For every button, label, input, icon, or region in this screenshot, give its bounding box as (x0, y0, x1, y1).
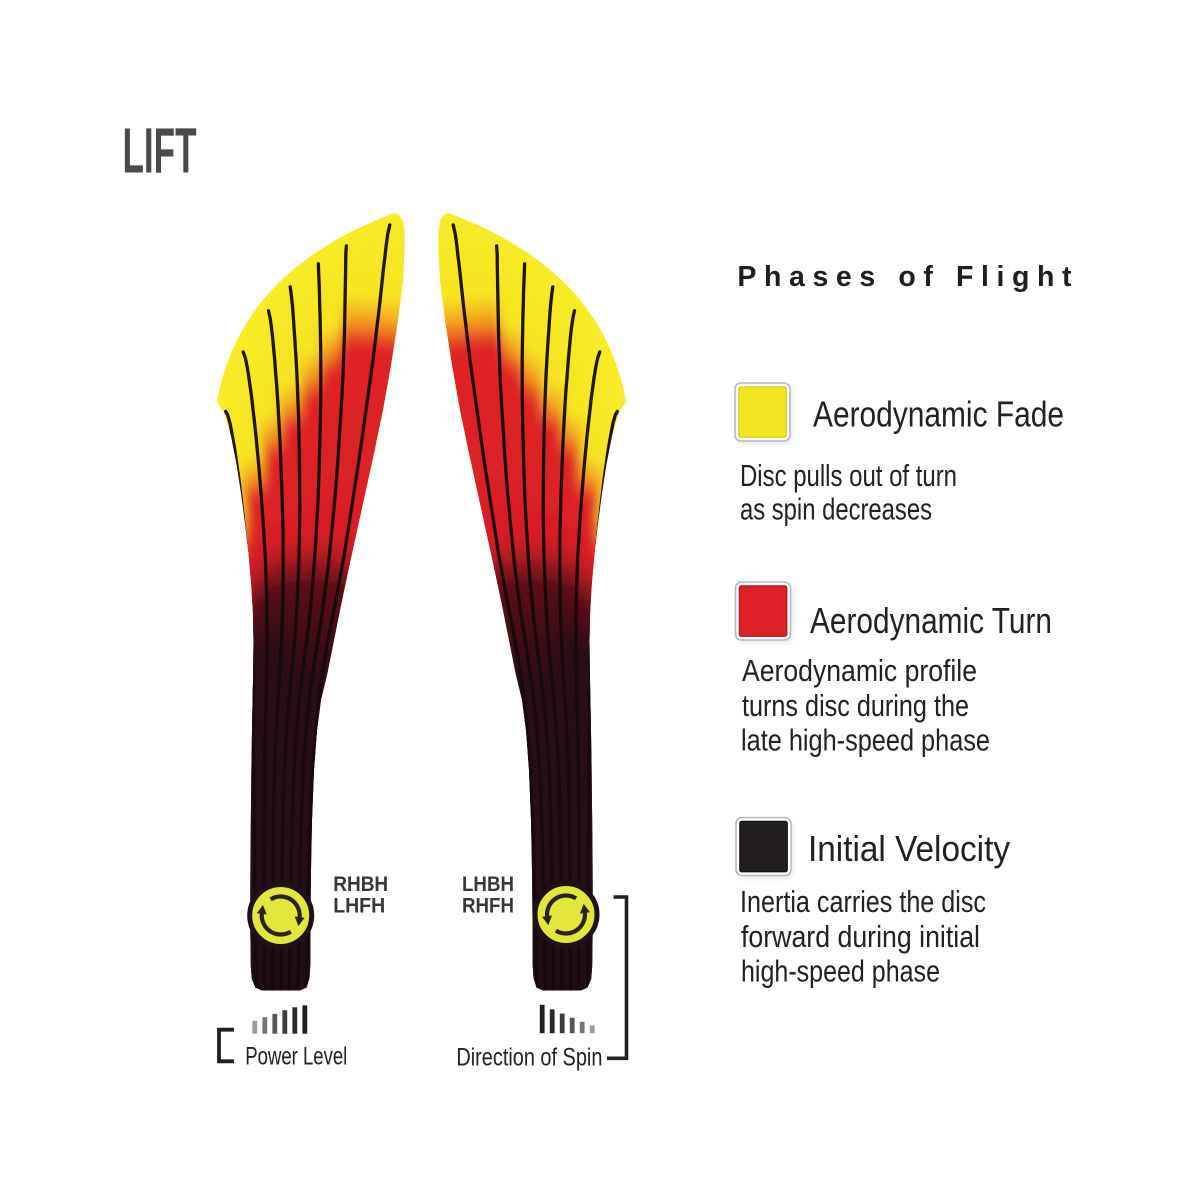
svg-text:RHFH: RHFH (462, 893, 514, 917)
svg-text:Phases of Flight: Phases of Flight (737, 261, 1079, 293)
svg-text:LHBH: LHBH (462, 872, 514, 896)
svg-text:Aerodynamic Turn: Aerodynamic Turn (810, 600, 1052, 641)
svg-text:forward during initial: forward during initial (741, 919, 980, 954)
svg-text:RHBH: RHBH (333, 872, 388, 896)
svg-text:late high-speed phase: late high-speed phase (741, 723, 990, 758)
svg-text:as spin decreases: as spin decreases (740, 492, 932, 527)
svg-text:Aerodynamic profile: Aerodynamic profile (742, 653, 977, 688)
svg-text:LIFT: LIFT (123, 115, 197, 187)
svg-text:Direction of Spin: Direction of Spin (456, 1044, 602, 1072)
svg-text:high-speed phase: high-speed phase (741, 954, 940, 989)
svg-text:Aerodynamic Fade: Aerodynamic Fade (813, 393, 1064, 434)
svg-text:Disc pulls out of turn: Disc pulls out of turn (740, 458, 957, 493)
svg-text:LHFH: LHFH (333, 893, 385, 917)
svg-text:Initial Velocity: Initial Velocity (808, 828, 1010, 869)
svg-text:Inertia carries the disc: Inertia carries the disc (740, 884, 986, 919)
svg-text:turns disc during the: turns disc during the (742, 688, 969, 723)
svg-text:Power Level: Power Level (245, 1043, 347, 1071)
